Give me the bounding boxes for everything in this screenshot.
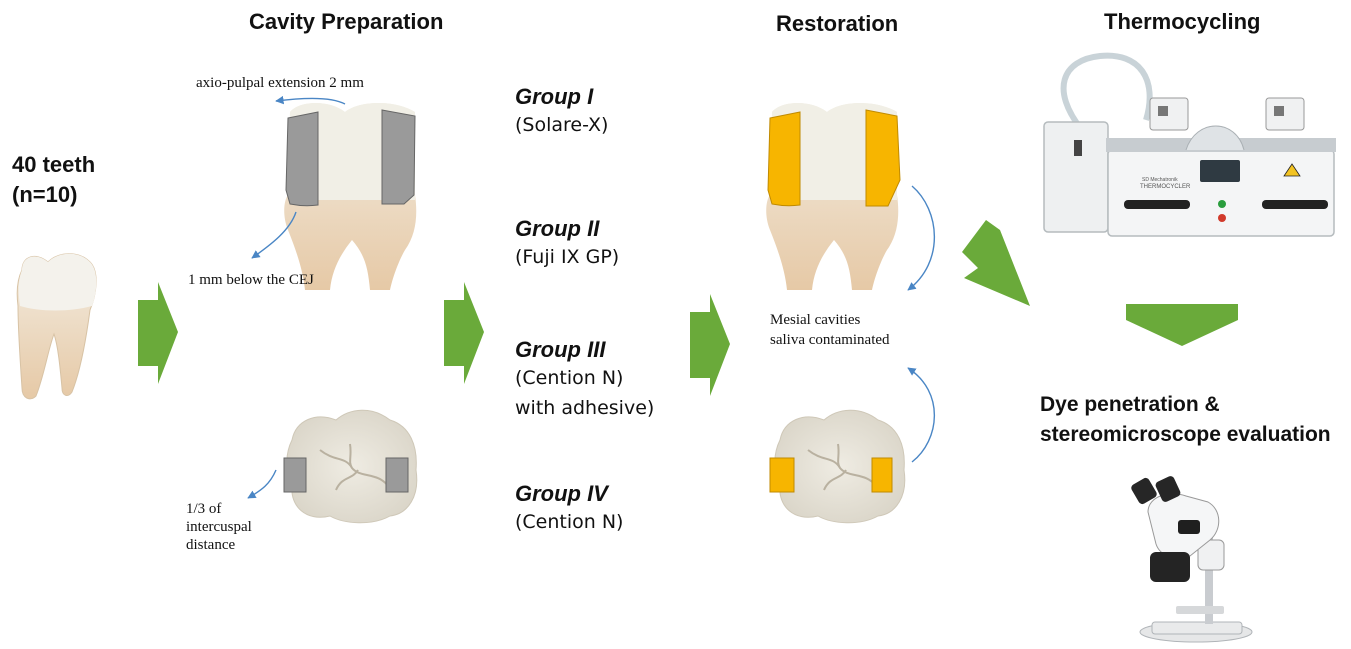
- group-1: Group I (Solare-X): [515, 84, 608, 140]
- intercuspal-label-line1: 1/3 of: [186, 500, 252, 518]
- cavity-prep-tooth-section: [284, 103, 416, 290]
- flow-arrow-4: [962, 220, 1030, 306]
- note-arrow-bottom: [908, 368, 934, 462]
- intercuspal-label: 1/3 of intercuspal distance: [186, 500, 252, 554]
- thermocycler-device: [1044, 56, 1336, 236]
- restoration-note-line1: Mesial cavities: [770, 311, 890, 329]
- thermocycling-heading: Thermocycling: [1104, 9, 1260, 35]
- flow-arrow-2: [444, 282, 484, 384]
- specimen-count-line2: (n=10): [12, 180, 95, 210]
- group-4-material: (Cention N): [515, 507, 623, 537]
- device-brand-label: SD Mechatronik: [1142, 177, 1178, 183]
- specimen-count-line1: 40 teeth: [12, 150, 95, 180]
- group-4-title: Group IV: [515, 481, 623, 507]
- dye-heading-line1: Dye penetration &: [1040, 390, 1331, 420]
- dye-penetration-heading: Dye penetration & stereomicroscope evalu…: [1040, 390, 1331, 450]
- flow-arrow-1: [138, 282, 178, 384]
- group-4: Group IV (Cention N): [515, 481, 623, 537]
- group-3-title: Group III: [515, 337, 654, 363]
- group-1-material: (Solare-X): [515, 110, 608, 140]
- intercuspal-arrow: [248, 470, 276, 498]
- group-2-title: Group II: [515, 216, 619, 242]
- intercuspal-label-line2: intercuspal: [186, 518, 252, 536]
- intercuspal-label-line3: distance: [186, 536, 252, 554]
- group-3-material: (Cention N): [515, 363, 654, 393]
- restoration-heading: Restoration: [776, 11, 898, 37]
- flow-arrow-5: [1126, 304, 1238, 346]
- cavity-prep-occlusal-view: [284, 410, 417, 523]
- restoration-occlusal-view: [770, 410, 905, 523]
- restoration-note: Mesial cavities saliva contaminated: [770, 311, 890, 349]
- stereomicroscope: [1130, 475, 1252, 642]
- group-2-material: (Fuji IX GP): [515, 242, 619, 272]
- note-arrow-top: [908, 186, 934, 290]
- group-1-title: Group I: [515, 84, 608, 110]
- restoration-tooth-section: [766, 103, 900, 290]
- cavity-preparation-heading: Cavity Preparation: [249, 9, 443, 35]
- restoration-note-line2: saliva contaminated: [770, 331, 890, 349]
- group-3-note: with adhesive): [515, 393, 654, 423]
- axio-pulpal-arrow: [276, 98, 345, 104]
- device-model-label: THERMOCYCLER: [1140, 184, 1191, 190]
- flow-arrow-3: [690, 294, 730, 396]
- group-3: Group III (Cention N) with adhesive): [515, 337, 654, 423]
- dye-heading-line2: stereomicroscope evaluation: [1040, 420, 1331, 450]
- whole-tooth-illustration: [17, 254, 96, 399]
- specimen-count: 40 teeth (n=10): [12, 150, 95, 210]
- group-2: Group II (Fuji IX GP): [515, 216, 619, 272]
- cej-label: 1 mm below the CEJ: [188, 271, 314, 289]
- axio-pulpal-label: axio-pulpal extension 2 mm: [196, 74, 364, 92]
